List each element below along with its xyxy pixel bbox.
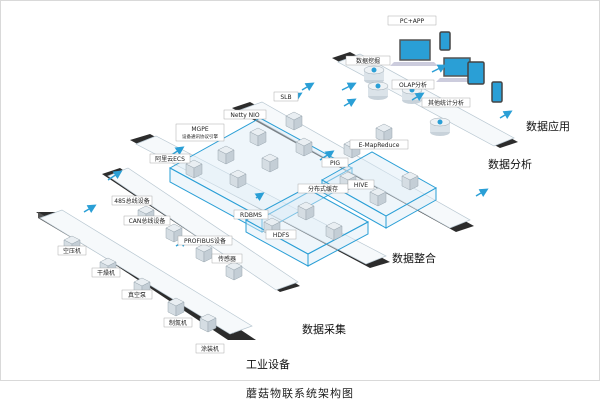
collection-label: 485总线设备: [114, 197, 149, 205]
device-label: 制氮机: [169, 319, 187, 327]
device-label: 空压机: [63, 247, 81, 255]
device-label: 涂装机: [201, 345, 219, 353]
integration-label: RDBMS: [240, 212, 262, 219]
analysis-label: HIVE: [354, 182, 368, 189]
device-label: 真空泵: [128, 291, 146, 299]
collection-label: 传感器: [218, 255, 236, 263]
integration-label: Netty NIO: [230, 112, 260, 119]
application-label: 其他统计分析: [428, 99, 464, 107]
integration-label: MGPE: [191, 126, 208, 133]
collection-label: CAN总线设备: [129, 217, 166, 225]
integration-label: 分布式缓存: [308, 185, 338, 193]
integration-label: SLB: [280, 94, 291, 101]
application-label: PC+APP: [400, 18, 425, 25]
collection-label: PROFIBUS设备: [184, 237, 226, 245]
layer-title-integration: 数据整合: [392, 251, 436, 265]
layer-title-analysis: 数据分析: [488, 157, 532, 171]
integration-label: HDFS: [273, 232, 289, 239]
application-label: OLAP分析: [399, 81, 427, 89]
device-label: 干燥机: [97, 269, 115, 277]
layer-title-application: 数据应用: [526, 119, 570, 133]
application-label: 数据挖掘: [356, 57, 380, 65]
integration-label: 阿里云ECS: [155, 155, 185, 163]
analysis-label: PIG: [330, 160, 340, 167]
integration-label: 设备通讯协议引擎: [182, 133, 218, 140]
figure-caption: 蘑菇物联系统架构图: [246, 386, 354, 400]
analysis-label: E-MapReduce: [359, 142, 400, 149]
layer-title-industrial: 工业设备: [246, 357, 290, 371]
label-pills: [57, 15, 471, 354]
layer-title-collection: 数据采集: [302, 322, 346, 336]
